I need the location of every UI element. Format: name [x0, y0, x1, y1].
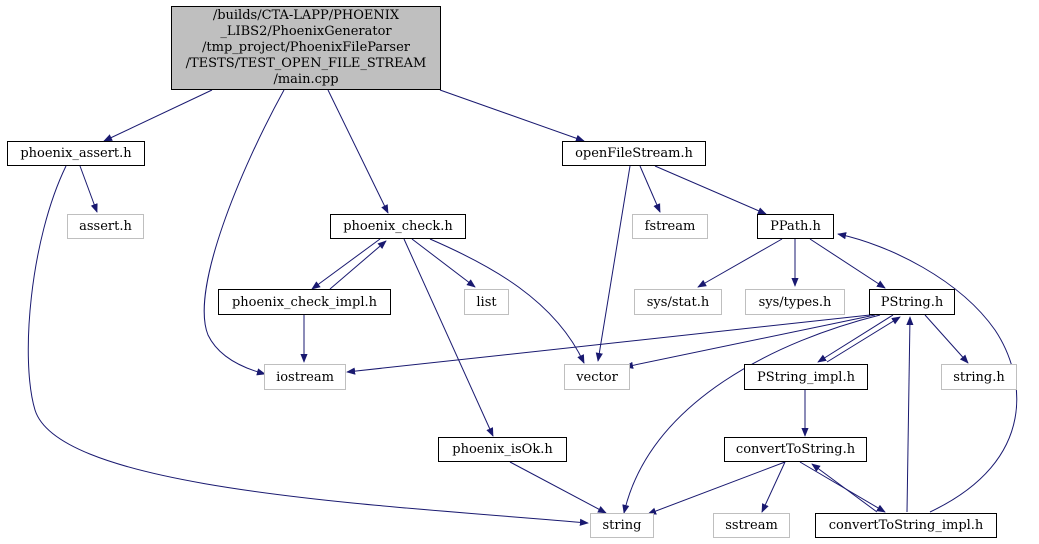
edge-converttostring-impl-to-ppath — [837, 232, 1018, 513]
node-list: list — [464, 289, 509, 315]
node-converttostring-impl[interactable]: convertToString_impl.h — [815, 513, 997, 538]
edge-pstring-to-iostream — [346, 314, 871, 375]
edge-converttostring-to-string — [647, 461, 786, 515]
edge-openfilestream-to-vector — [595, 165, 631, 362]
node-sstream: sstream — [713, 513, 790, 538]
edge-main-to-openfilestream — [439, 89, 585, 142]
edge-phoenix-assert-to-string — [27, 165, 589, 526]
edge-impl-to-phoenix-check — [329, 240, 387, 290]
node-string-h: string.h — [941, 364, 1017, 390]
root-line-4: /TESTS/TEST_OPEN_FILE_STREAM — [185, 56, 427, 71]
edge-pstring-impl-to-pstring — [826, 316, 901, 363]
edge-main-to-phoenix-check — [327, 89, 389, 214]
node-vector: vector — [564, 364, 630, 390]
edge-ppath-to-pstring — [809, 238, 886, 289]
edge-phoenix-assert-to-assert — [79, 165, 98, 213]
root-file-node[interactable]: /builds/CTA-LAPP/PHOENIX _LIBS2/PhoenixG… — [171, 6, 441, 90]
node-fstream: fstream — [632, 214, 708, 239]
edge-phoenix-check-to-isok — [403, 238, 494, 437]
edge-pstring-to-pstring-impl — [817, 314, 894, 363]
node-iostream: iostream — [264, 364, 346, 390]
edge-impl-to-converttostring — [811, 463, 878, 513]
node-string: string — [590, 513, 654, 538]
node-pstring[interactable]: PString.h — [869, 289, 955, 315]
root-line-3: /tmp_project/PhoenixFileParser — [202, 40, 410, 55]
edge-phoenix-check-to-vector — [429, 238, 585, 364]
node-phoenix-assert[interactable]: phoenix_assert.h — [7, 141, 145, 166]
edge-isok-to-string — [509, 461, 607, 514]
root-line-5: /main.cpp — [273, 72, 339, 87]
edge-pstring-to-vector — [624, 314, 876, 369]
node-phoenix-isok[interactable]: phoenix_isOk.h — [438, 437, 567, 462]
node-sys-types: sys/types.h — [745, 289, 845, 315]
edge-main-to-phoenix-assert — [103, 89, 213, 142]
edge-openfilestream-to-fstream — [639, 165, 661, 213]
edge-ppath-to-sysstat — [697, 238, 783, 288]
edge-phoenix-check-to-impl — [311, 238, 381, 290]
edge-main-to-iostream — [203, 89, 285, 376]
root-line-2: _LIBS2/PhoenixGenerator — [220, 24, 392, 39]
edge-openfilestream-to-ppath — [654, 165, 767, 215]
node-sys-stat: sys/stat.h — [634, 289, 722, 315]
edge-converttostring-impl-to-pstring — [906, 316, 914, 513]
edge-converttostring-to-sstream — [761, 461, 786, 513]
node-openfilestream[interactable]: openFileStream.h — [562, 141, 706, 166]
node-ppath[interactable]: PPath.h — [757, 214, 834, 239]
edge-phoenix-check-to-list — [411, 238, 476, 288]
node-assert: assert.h — [67, 214, 144, 239]
node-phoenix-check[interactable]: phoenix_check.h — [330, 214, 466, 239]
root-line-1: /builds/CTA-LAPP/PHOENIX — [212, 8, 400, 23]
node-pstring-impl[interactable]: PString_impl.h — [744, 364, 868, 390]
node-phoenix-check-impl[interactable]: phoenix_check_impl.h — [218, 289, 391, 315]
edge-pstring-to-stringh — [924, 314, 969, 364]
node-converttostring[interactable]: convertToString.h — [724, 437, 867, 462]
edge-pstring-to-string — [622, 314, 881, 514]
